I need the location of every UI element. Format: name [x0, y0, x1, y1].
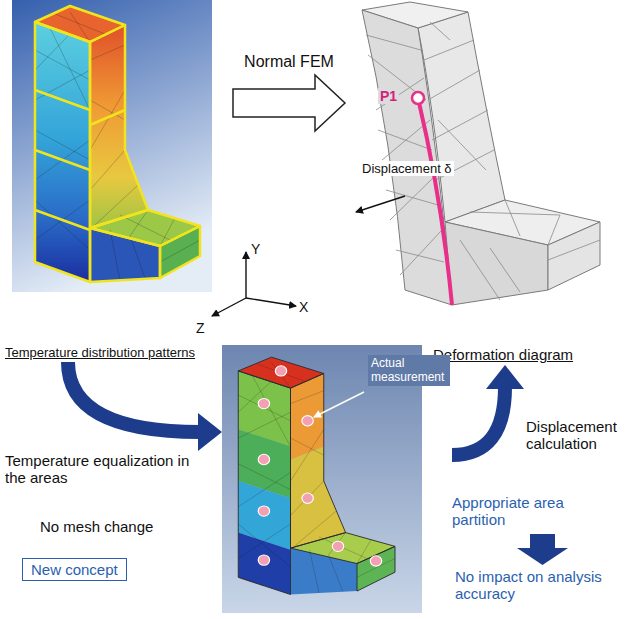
partitioned-model	[238, 533, 290, 595]
partitioned-model	[238, 357, 395, 594]
deformation-panel: Deformation diagram	[345, 5, 635, 365]
result-text: No impact on analysis accuracy	[455, 568, 630, 602]
partitioned-model	[238, 357, 324, 388]
concept-box: New concept	[22, 558, 127, 581]
fem-model	[90, 228, 160, 282]
partitioned-model	[291, 447, 346, 548]
deformed-model	[412, 92, 424, 104]
displacement-label: Displacement δ	[360, 161, 454, 176]
flow-arrow	[68, 362, 222, 451]
edge-label: Temperature equalization in the areas	[5, 452, 200, 486]
measurement-dot	[275, 366, 286, 376]
partitioned-model	[238, 362, 395, 592]
measurement-dot	[332, 541, 343, 551]
axis-label: Z	[196, 320, 205, 336]
measurement-dot	[258, 555, 269, 565]
partitioned-model	[357, 546, 395, 591]
axis-label: Y	[251, 241, 260, 257]
leader-line	[314, 392, 364, 417]
axis-triad	[212, 298, 246, 316]
partitioned-model	[238, 371, 290, 595]
model-background	[12, 0, 212, 292]
axis-triad	[212, 252, 296, 316]
measurement-note: Actual measurement	[368, 355, 450, 386]
axis-triad	[246, 298, 296, 306]
measurement-dot	[302, 493, 313, 503]
panel-caption: Temperature distribution patterns	[5, 345, 195, 360]
partitioned-model	[291, 374, 346, 549]
deformed-model	[445, 222, 548, 305]
measurement-dot	[302, 416, 313, 426]
concept-text: New concept	[31, 561, 118, 578]
panel-caption: Deformation diagram	[433, 346, 573, 363]
partition-outline	[160, 226, 200, 278]
arrow-head	[198, 413, 222, 451]
axis-triad	[245, 252, 246, 298]
measurement-dot	[258, 506, 269, 516]
partition-outline	[35, 6, 200, 282]
flow-arrow-body	[452, 387, 505, 455]
measurement-dot	[370, 556, 381, 566]
flow-arrow	[233, 75, 345, 131]
deformed-model	[548, 222, 600, 290]
partitioned-model	[291, 548, 358, 594]
measurement-dot	[258, 366, 382, 566]
measurement-dot	[258, 398, 269, 408]
fem-model	[90, 25, 148, 228]
point-label: P1	[378, 88, 399, 104]
fem-model	[35, 12, 200, 280]
deformed-model	[362, 2, 600, 305]
partition-outline	[35, 90, 125, 230]
axis-label: X	[299, 299, 308, 315]
fem-model	[160, 226, 200, 278]
fem-model	[35, 6, 200, 282]
flow-arrow-body	[68, 362, 200, 432]
result-text: Appropriate area partition	[452, 494, 592, 528]
model-panel: Temperature distribution patterns	[5, 5, 233, 362]
partitioned-model	[357, 546, 395, 591]
partition-panel: Actual measurement	[222, 345, 452, 613]
partition-outline	[90, 228, 160, 282]
partition-outline	[35, 6, 125, 42]
measurement-dot	[258, 454, 269, 464]
deformed-model	[418, 98, 452, 305]
note-text: No mesh change	[40, 518, 153, 535]
partition-outline	[90, 210, 200, 246]
edge-label: Displacement calculation	[526, 418, 631, 452]
edge-label: Normal FEM	[244, 53, 334, 71]
arrow-head	[486, 365, 524, 389]
hollow-arrow	[233, 75, 345, 131]
partition-outline	[90, 25, 148, 228]
partitioned-model	[238, 357, 395, 594]
flow-arrow	[452, 365, 524, 455]
down-arrow	[517, 534, 568, 565]
displacement-arrow	[356, 196, 405, 212]
